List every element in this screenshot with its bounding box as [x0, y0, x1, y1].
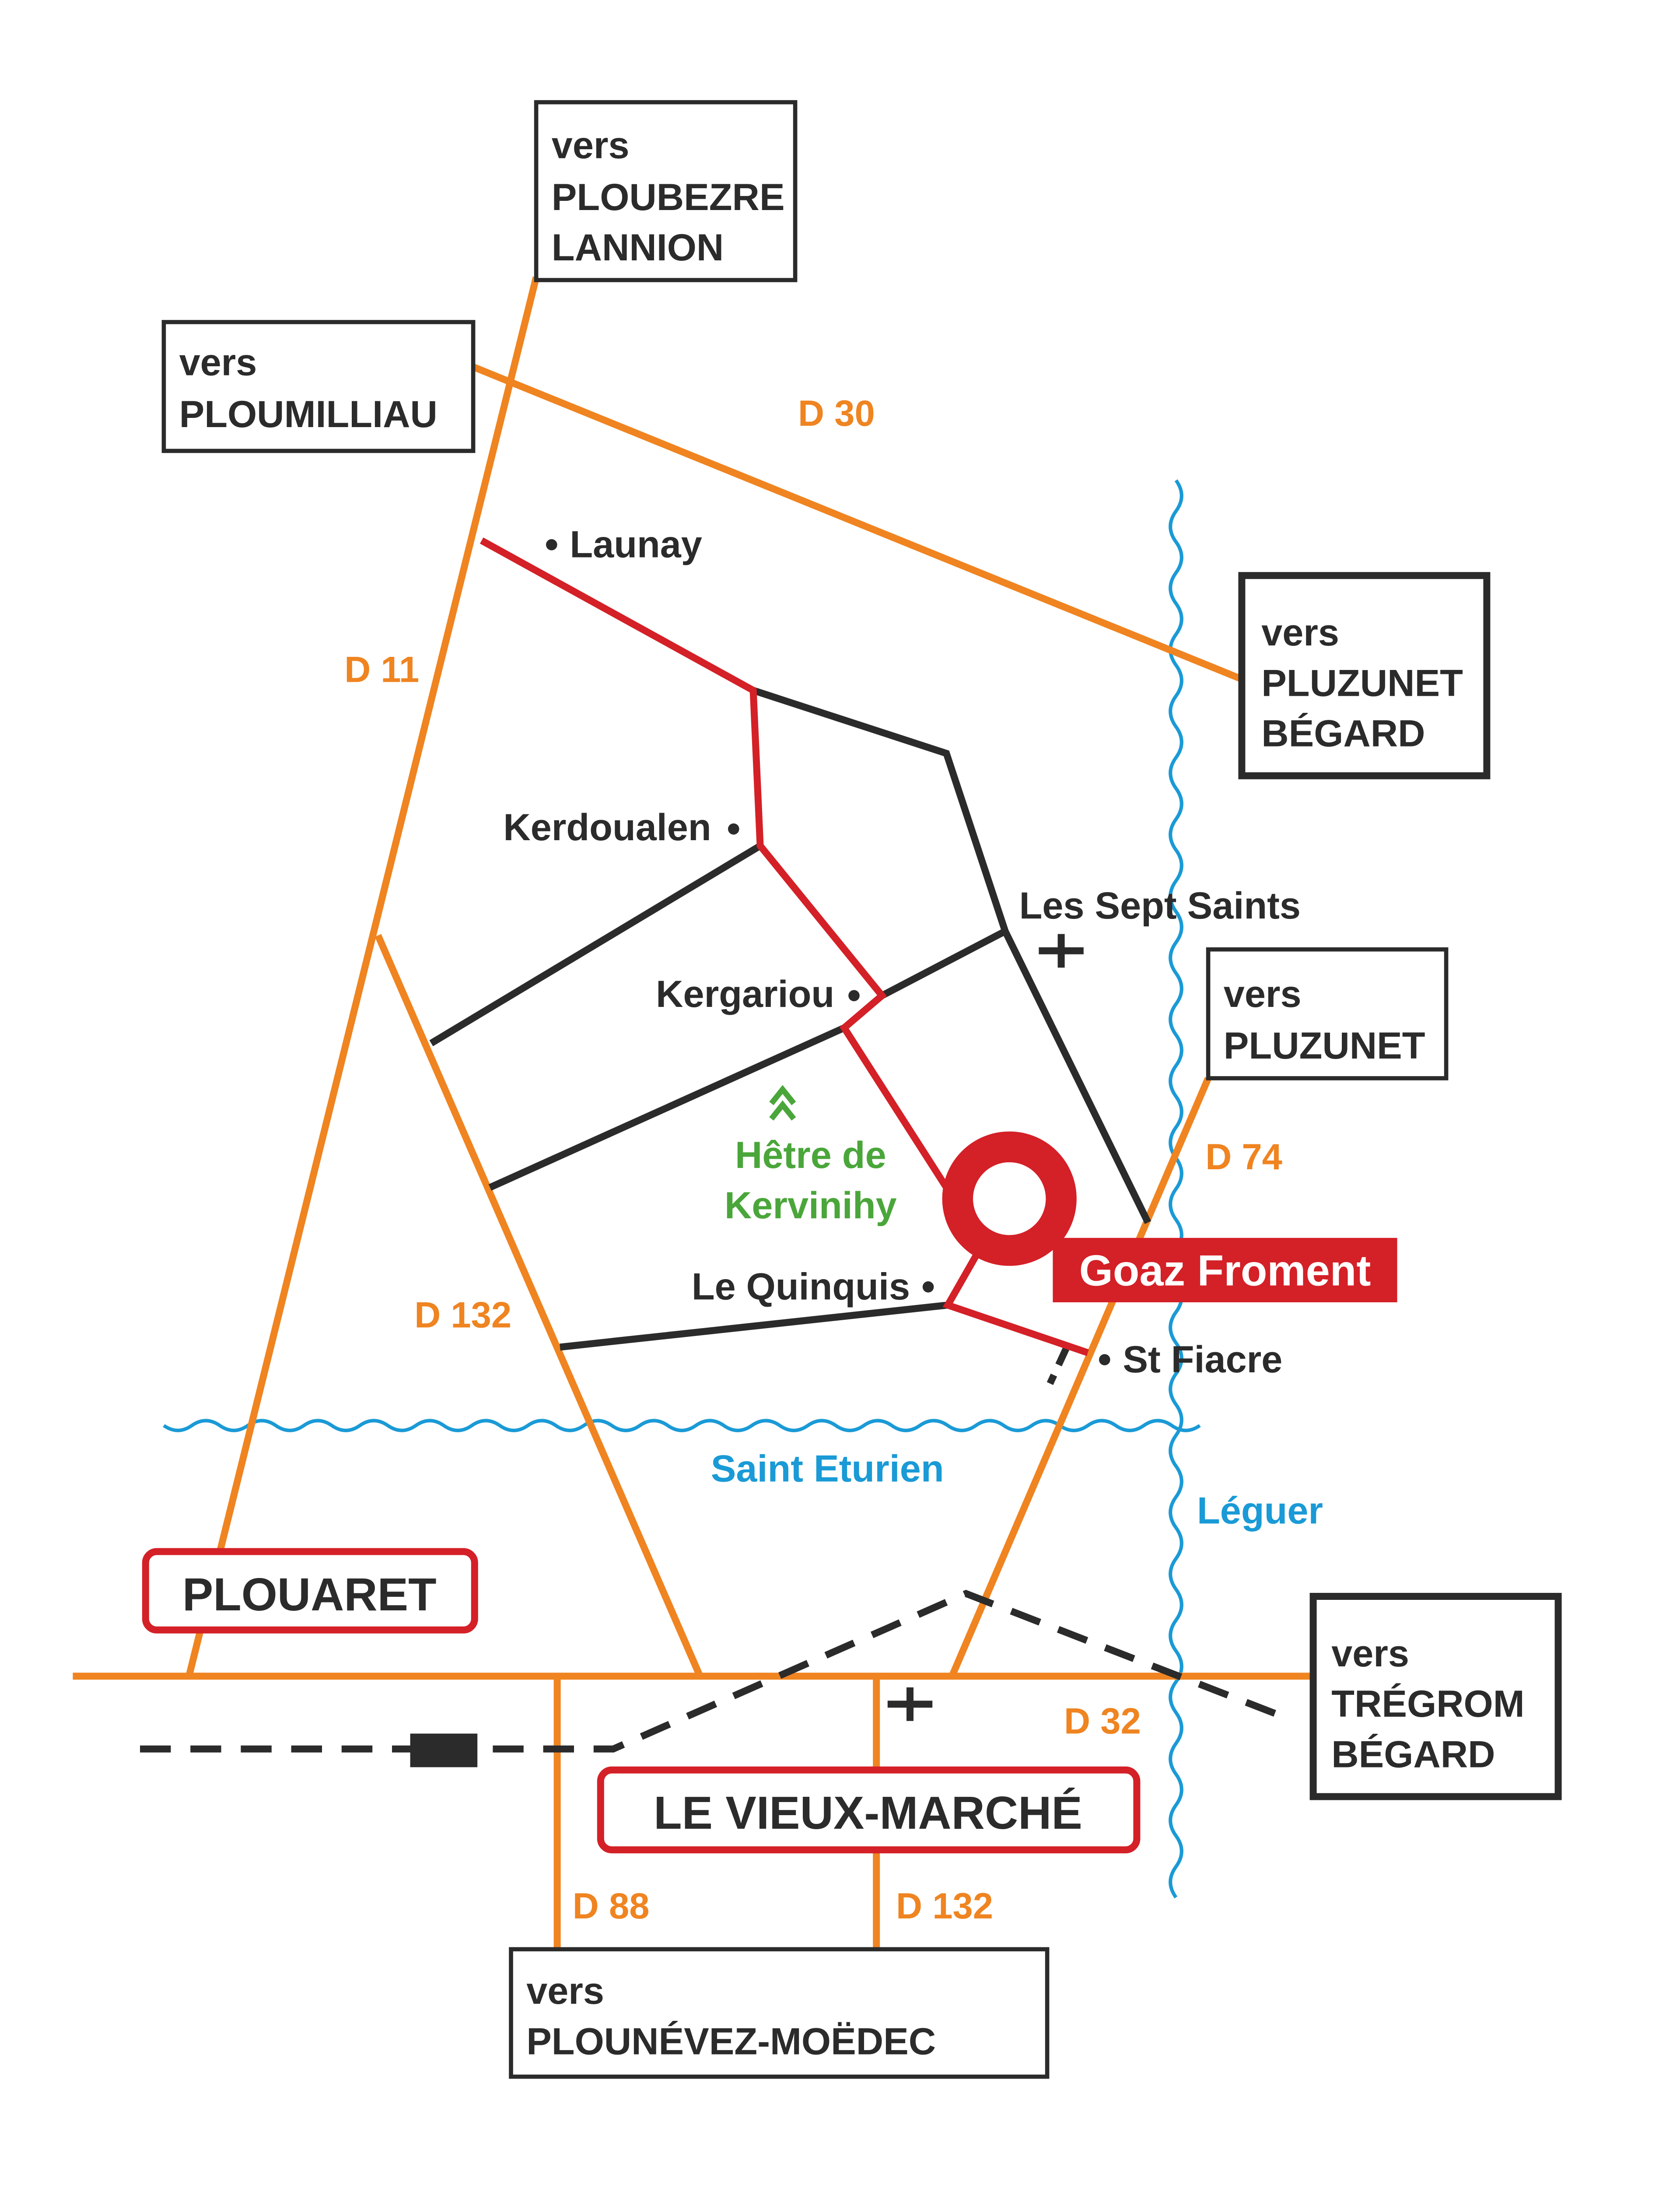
road-d30	[472, 363, 1243, 683]
church-cross-icon	[887, 1687, 933, 1721]
train-station-icon	[410, 1733, 478, 1767]
road-label-d74: D 74	[1205, 1136, 1282, 1177]
svg-text:vers: vers	[1331, 1633, 1409, 1675]
railway	[140, 1589, 1292, 1753]
road-d132-north	[374, 934, 704, 1678]
location-ring-icon	[942, 1131, 1077, 1266]
dest-ploumilliau: vers PLOUMILLIAU	[161, 320, 476, 453]
goaz-froment-label: Goaz Froment	[1079, 1247, 1371, 1295]
place-sept-saints: Les Sept Saints	[1019, 885, 1301, 927]
road-label-d88: D 88	[573, 1886, 650, 1926]
vieux-marche-sign	[597, 1766, 1141, 1854]
place-kerdoualen: Kerdoualen	[503, 806, 711, 849]
landmark-line1: Hêtre de	[735, 1134, 886, 1176]
road-label-d132-north: D 132	[414, 1295, 511, 1336]
svg-text:vers: vers	[1224, 973, 1302, 1015]
place-st-fiacre: St Fiacre	[1123, 1339, 1282, 1381]
road-label-d32: D 32	[1064, 1701, 1141, 1742]
tree-chevron-icon	[769, 1085, 796, 1121]
route-from-north	[480, 537, 949, 1189]
lane-quinquis	[560, 1301, 948, 1351]
road-label-d30: D 30	[798, 393, 875, 434]
local-lanes	[429, 687, 1152, 1385]
svg-text:vers: vers	[526, 1970, 604, 2012]
svg-text:PLOUNÉVEZ-MOËDEC: PLOUNÉVEZ-MOËDEC	[526, 2020, 936, 2062]
dest-ploubezre-lannion: vers PLOUBEZRE LANNION	[534, 100, 798, 282]
town-plouaret: PLOUARET	[182, 1569, 437, 1620]
svg-text:vers: vers	[179, 342, 257, 384]
launay-dot	[546, 539, 557, 551]
quinquis-dot	[922, 1281, 934, 1293]
svg-text:vers: vers	[552, 125, 630, 167]
kergariou-dot	[848, 990, 860, 1001]
route-from-south	[942, 1254, 1089, 1356]
river-leguer-label: Léguer	[1197, 1490, 1323, 1532]
st-fiacre-dot	[1099, 1354, 1110, 1365]
lane-sept-saints	[752, 687, 1152, 1224]
river-saint-eturien-label: Saint Eturien	[711, 1448, 944, 1490]
leguer-river	[1169, 479, 1183, 1899]
place-kergariou: Kergariou	[656, 973, 834, 1015]
dest-tregrom-begard: vers TRÉGROM BÉGARD	[1309, 1593, 1562, 1800]
lane-kergariou-east	[880, 928, 1007, 999]
svg-text:BÉGARD: BÉGARD	[1261, 712, 1425, 755]
lane-kerdoualen	[429, 842, 762, 1046]
lane-kergariou	[488, 1024, 846, 1191]
dest-pluzunet: vers PLUZUNET	[1206, 947, 1449, 1080]
svg-text:PLOUMILLIAU: PLOUMILLIAU	[179, 393, 438, 435]
svg-text:BÉGARD: BÉGARD	[1331, 1733, 1495, 1775]
kerdoualen-dot	[728, 823, 739, 835]
road-label-d11: D 11	[344, 649, 419, 690]
town-vieux-marche: LE VIEUX-MARCHÉ	[654, 1787, 1082, 1839]
road-label-d132-south: D 132	[896, 1886, 993, 1926]
landmark-line2: Kervinihy	[724, 1185, 897, 1227]
svg-text:TRÉGROM: TRÉGROM	[1331, 1683, 1525, 1725]
goaz-froment-badge	[1053, 1238, 1397, 1302]
saint-eturien-river	[163, 1419, 1201, 1432]
dest-plounevez-moedec: vers PLOUNÉVEZ-MOËDEC	[509, 1947, 1050, 2079]
svg-text:vers: vers	[1261, 612, 1339, 654]
chapel-cross-icon	[1039, 934, 1084, 968]
svg-text:LANNION: LANNION	[552, 227, 724, 269]
road-d74	[948, 1076, 1211, 1678]
svg-text:PLUZUNET: PLUZUNET	[1261, 662, 1463, 704]
svg-text:PLOUBEZRE: PLOUBEZRE	[552, 176, 785, 218]
lane-st-fiacre-stub	[1046, 1346, 1070, 1385]
plouaret-sign	[142, 1548, 478, 1634]
svg-text:PLUZUNET: PLUZUNET	[1224, 1025, 1425, 1067]
main-roads	[73, 276, 1316, 1950]
place-quinquis: Le Quinquis	[692, 1266, 910, 1308]
place-launay: Launay	[570, 524, 702, 566]
road-d11	[186, 276, 540, 1677]
dest-pluzunet-begard: vers PLUZUNET BÉGARD	[1238, 572, 1491, 779]
